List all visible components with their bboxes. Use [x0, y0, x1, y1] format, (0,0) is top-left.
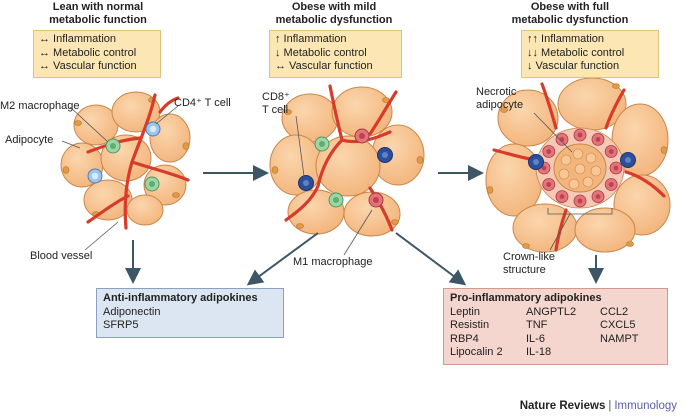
adipokine-item: ANGPTL2: [526, 305, 577, 318]
necrotic-adipocyte-label: Necrotic adipocyte: [476, 86, 523, 112]
effect-inflammation: ↔ Inflammation: [39, 33, 117, 45]
m2-macrophage-group: [105, 138, 160, 192]
anti-inflammatory-title: Anti-inflammatory adipokines: [103, 292, 258, 304]
effect-metabolic-control: ↓↓ Metabolic control: [527, 46, 625, 59]
adipokine-item: Lipocalin 2: [450, 346, 503, 358]
m1-macrophage-group: [354, 128, 384, 208]
full-panel-heading: Obese with full metabolic dysfunction: [500, 1, 640, 27]
adipocyte: [126, 194, 164, 226]
label-line: adipocyte: [476, 99, 524, 111]
m1-macrophage-nucleus: [595, 137, 601, 142]
adipokine-item: IL-18: [526, 346, 552, 358]
pro-inflammatory-columns: Leptin Resistin RBP4 Lipocalin 2 ANGPTL2…: [450, 306, 661, 360]
label-line: T cell: [262, 104, 289, 116]
credit-separator: |: [608, 400, 612, 412]
m1-macrophage-nucleus: [595, 194, 601, 200]
adipocyte: [269, 134, 323, 196]
label-line: Crown-like: [503, 251, 555, 263]
cd8-t-cell-label: CD8⁺ T cell: [262, 91, 290, 117]
effect-vascular-function: ↔ Vascular function: [275, 60, 373, 72]
effect-inflammation: ↑ Inflammation: [275, 33, 347, 45]
adipokine-item: TNF: [526, 319, 548, 331]
adipocyte: [149, 113, 191, 163]
pro-column-2: ANGPTL2 TNF IL-6 IL-18: [526, 306, 600, 360]
cd4-t-cell-label: CD4⁺ T cell: [174, 97, 231, 109]
pro-inflammatory-title: Pro-inflammatory adipokines: [450, 292, 602, 304]
journal-name: Nature Reviews: [519, 400, 606, 412]
adipokine-item: NAMPT: [600, 332, 639, 345]
m1-macrophage-nucleus: [559, 194, 565, 200]
m1-macrophage-nucleus: [559, 137, 565, 142]
adipocyte: [497, 89, 559, 147]
adipokine-item: Resistin: [450, 319, 490, 331]
m1-macrophage-nucleus: [577, 198, 583, 204]
crown-like-structure-label: Crown-like structure: [503, 251, 555, 277]
cd4-t-cell-group: [87, 121, 161, 184]
adipokine-item: CXCL5: [600, 319, 636, 331]
arrow-mild-to-pro: [395, 232, 467, 286]
journal-section: Immunology: [614, 400, 677, 412]
blood-vessel-label: Blood vessel: [30, 250, 93, 262]
effect-metabolic-control: ↓ Metabolic control: [275, 46, 367, 59]
m1-macrophage-nucleus: [546, 149, 552, 154]
crown-like-structure: [535, 127, 625, 209]
lipid-droplets: [558, 148, 602, 190]
adipokine-item: CCL2: [600, 305, 629, 318]
adipocyte-nuclei: [271, 97, 424, 229]
journal-credit: Nature Reviews|Immunology: [520, 400, 677, 412]
label-line: CD8⁺: [262, 91, 290, 103]
m1-macrophage-label: M1 macrophage: [293, 256, 373, 268]
m2-macrophage-label: M2 macrophage: [0, 100, 80, 112]
full-effects-box: ↑↑ Inflammation ↓↓ Metabolic control ↓ V…: [521, 30, 659, 78]
m1-macrophage-nucleus: [541, 165, 547, 171]
m2-macrophage-group: [314, 136, 344, 208]
heading-line: metabolic dysfunction: [275, 14, 393, 26]
heading-line: metabolic dysfunction: [511, 14, 629, 26]
adipokine-item: Adiponectin: [103, 305, 161, 318]
heading-line: metabolic function: [49, 14, 147, 26]
effect-vascular-function: ↔ Vascular function: [39, 60, 137, 72]
pro-column-3: CCL2 CXCL5 NAMPT: [600, 306, 639, 360]
adipokine-item: SFRP5: [103, 319, 139, 331]
effect-vascular-function: ↓ Vascular function: [527, 60, 620, 72]
mild-obese-tissue-cluster: [269, 84, 425, 237]
adipocyte-nuclei: [486, 83, 668, 249]
label-line: Necrotic: [476, 86, 517, 98]
lean-tissue-cluster: [60, 91, 191, 230]
adipocyte-nuclei: [62, 97, 190, 217]
heading-line: Lean with normal: [52, 1, 144, 13]
mild-effects-box: ↑ Inflammation ↓ Metabolic control ↔ Vas…: [269, 30, 402, 78]
adipokine-item: RBP4: [450, 332, 479, 345]
adipocyte-label: Adipocyte: [5, 134, 54, 146]
pro-column-1: Leptin Resistin RBP4 Lipocalin 2: [450, 306, 526, 360]
m1-macrophage-nucleus: [608, 149, 614, 154]
heading-line: Obese with mild: [291, 1, 377, 13]
lean-effects-box: ↔ Inflammation ↔ Metabolic control ↔ Vas…: [33, 30, 161, 78]
pro-inflammatory-box: Pro-inflammatory adipokines Leptin Resis…: [443, 288, 668, 365]
m1-macrophage-nucleus: [577, 132, 583, 138]
cd8-t-cell-group: [298, 147, 393, 191]
adipokine-item: IL-6: [526, 332, 545, 345]
adipocyte: [281, 93, 339, 143]
full-obese-tissue-cluster: [485, 77, 671, 253]
arrow-mild-to-anti: [246, 232, 319, 286]
leader-lines: [61, 105, 613, 256]
label-line: structure: [503, 264, 546, 276]
m1-macrophage-nucleus: [613, 165, 619, 171]
effect-metabolic-control: ↔ Metabolic control: [39, 46, 137, 59]
m1-macrophage-nucleus: [608, 182, 614, 187]
m1-macrophage-ring: [537, 128, 623, 208]
mild-panel-heading: Obese with mild metabolic dysfunction: [264, 1, 404, 27]
heading-line: Obese with full: [530, 1, 610, 13]
lean-panel-heading: Lean with normal metabolic function: [28, 1, 168, 27]
adipocyte: [574, 207, 636, 253]
m1-macrophage-nucleus: [546, 182, 552, 187]
cd8-t-cell-group: [528, 152, 636, 170]
effect-inflammation: ↑↑ Inflammation: [527, 33, 605, 45]
anti-inflammatory-box: Anti-inflammatory adipokines Adiponectin…: [96, 288, 284, 338]
adipokine-item: Leptin: [450, 305, 480, 318]
process-arrows: [125, 165, 604, 286]
